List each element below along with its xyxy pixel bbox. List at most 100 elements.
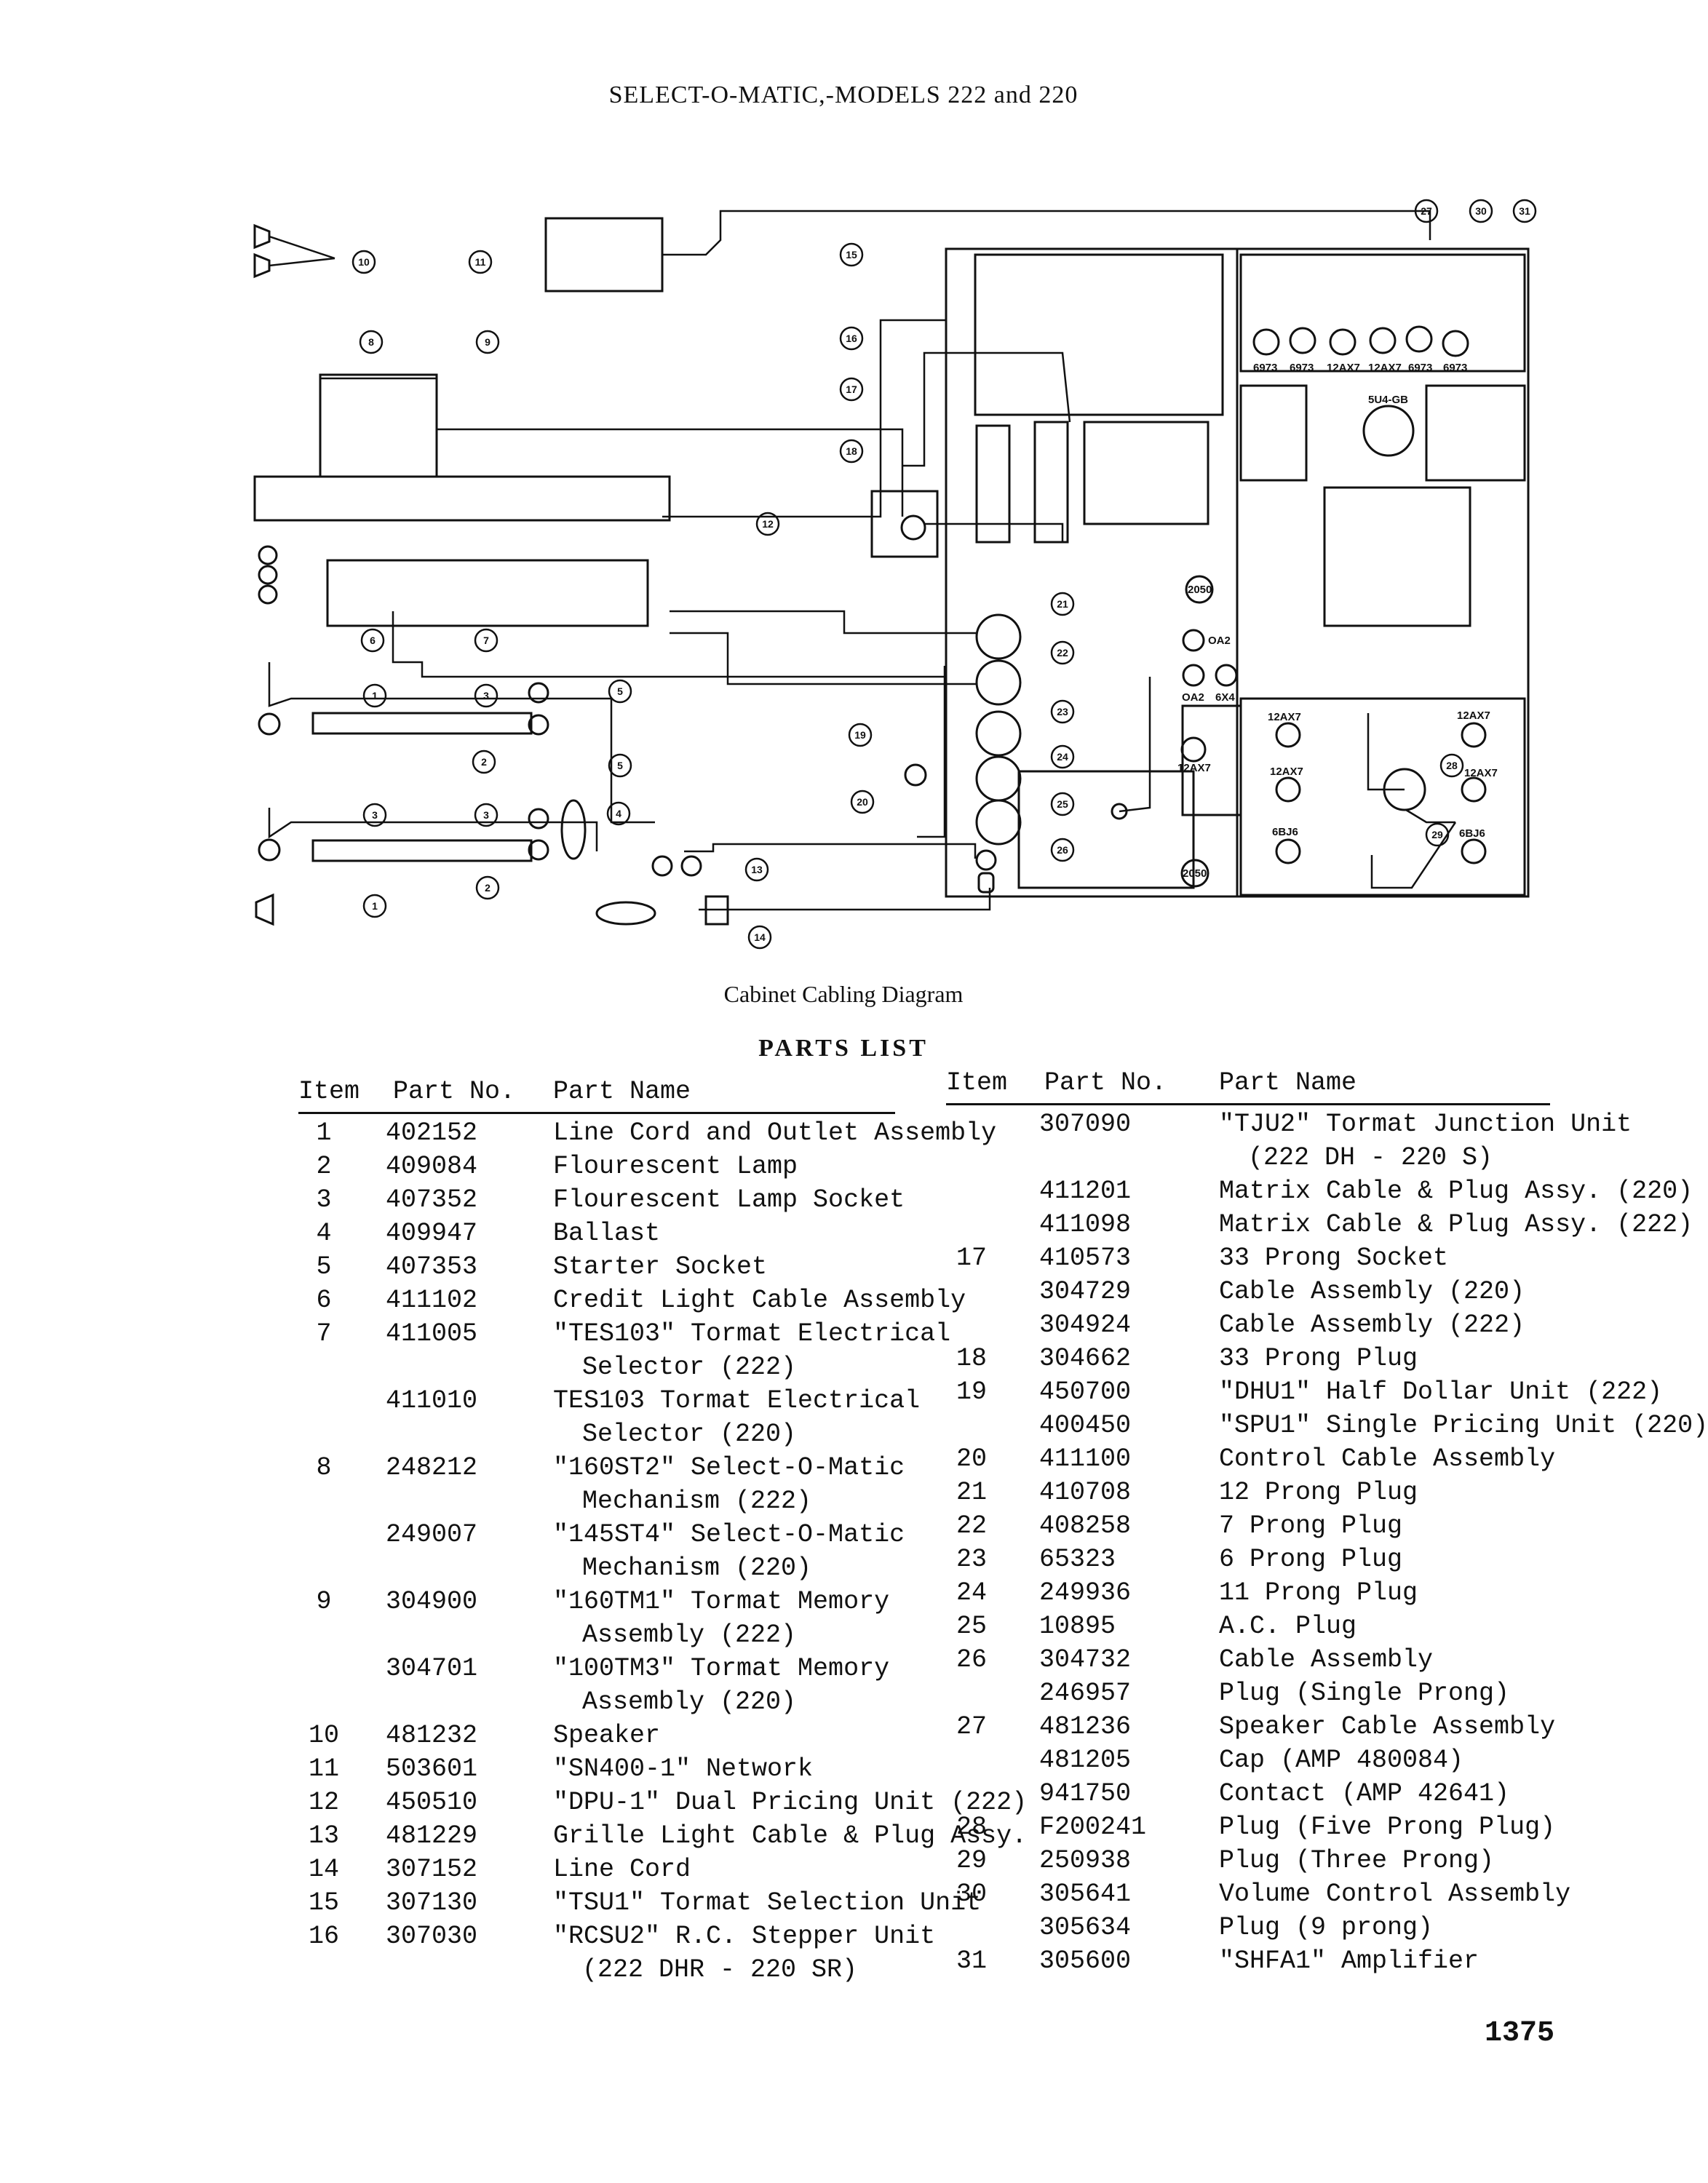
callout-number: 28: [1446, 760, 1458, 771]
tube-label: 6BJ6: [1272, 826, 1298, 838]
part-name-cell: Credit Light Cable Assembly: [553, 1286, 966, 1315]
table-row: Assembly (222): [298, 1616, 895, 1650]
part-name-cell: Assembly (222): [582, 1621, 797, 1650]
part-name-cell: TES103 Tormat Electrical: [553, 1386, 921, 1415]
part-no-cell: 305641: [1039, 1880, 1132, 1909]
table-row: Mechanism (220): [298, 1549, 895, 1583]
part-no-cell: 305600: [1039, 1947, 1132, 1976]
part-no-cell: 481205: [1039, 1746, 1132, 1775]
callout-number: 23: [1057, 706, 1068, 717]
item-cell: 6: [316, 1286, 332, 1315]
tube-label: 12AX7: [1177, 762, 1211, 774]
part-no-cell: 481232: [386, 1721, 478, 1750]
part-name-cell: 33 Prong Socket: [1219, 1244, 1449, 1273]
table-row: 249007"145ST4" Select-O-Matic: [298, 1516, 905, 1549]
tube-label: 5U4-GB: [1368, 394, 1408, 406]
table-row: 304701 "100TM3" Tormat Memory: [298, 1650, 895, 1683]
part-name-cell: Starter Socket: [553, 1252, 768, 1281]
part-name-cell: Ballast: [553, 1219, 661, 1248]
part-no-cell: 411100: [1039, 1444, 1132, 1474]
item-cell: 3: [316, 1185, 332, 1214]
tube-label: 12AX7: [1268, 711, 1301, 723]
callout-number: 6: [370, 635, 376, 646]
part-no-cell: 304701: [386, 1654, 478, 1683]
item-cell: 2: [316, 1152, 332, 1181]
tube-sockets: [900, 325, 1487, 894]
part-no-cell: 409084: [386, 1152, 478, 1181]
part-name-cell: Mechanism (220): [582, 1554, 812, 1583]
part-name-cell: 11 Prong Plug: [1219, 1578, 1418, 1607]
table-header: Item Part No. Part Name: [946, 1062, 1550, 1105]
item-cell: 17: [956, 1244, 987, 1273]
part-no-cell: 307090: [1039, 1110, 1132, 1139]
part-name-cell: Line Cord and Outlet Assembly: [553, 1118, 997, 1148]
table-row: Selector (220): [298, 1415, 895, 1449]
callout-number: 14: [754, 931, 766, 943]
item-cell: 31: [956, 1947, 987, 1976]
callout-number: 22: [1057, 647, 1068, 659]
tube-label: 6973: [1253, 362, 1277, 374]
callout-number: 10: [358, 256, 370, 268]
part-name-cell: Matrix Cable & Plug Assy. (222): [1219, 1210, 1693, 1239]
part-name-cell: Flourescent Lamp: [553, 1152, 798, 1181]
part-no-cell: 250938: [1039, 1846, 1132, 1875]
callout-number: 15: [846, 249, 857, 261]
tube-label: 12AX7: [1270, 766, 1303, 778]
part-name-cell: Matrix Cable & Plug Assy. (220): [1219, 1177, 1693, 1206]
part-name-cell: Plug (Five Prong Plug): [1219, 1813, 1556, 1842]
callout-number: 1: [372, 690, 378, 701]
part-no-cell: 941750: [1039, 1779, 1132, 1808]
tube-label: OA2: [1208, 635, 1231, 647]
part-no-cell: 402152: [386, 1118, 478, 1148]
part-no-cell: 450700: [1039, 1377, 1132, 1407]
part-no-cell: 503601: [386, 1754, 478, 1784]
callout-number: 9: [485, 336, 490, 348]
callout-number: 25: [1057, 798, 1068, 810]
callout-number: 1: [372, 900, 378, 912]
part-name-cell: 33 Prong Plug: [1219, 1344, 1418, 1373]
part-name-cell: A.C. Plug: [1219, 1612, 1357, 1641]
item-cell: 28: [956, 1813, 987, 1842]
parts-list-title: PARTS LIST: [758, 1035, 929, 1062]
diagram-caption: Cabinet Cabling Diagram: [723, 981, 964, 1007]
part-no-cell: 65323: [1039, 1545, 1116, 1574]
part-no-cell: 408258: [1039, 1511, 1132, 1540]
table-row: Mechanism (222): [298, 1482, 895, 1516]
part-no-cell: 10895: [1039, 1612, 1116, 1641]
part-no-cell: 450510: [386, 1788, 478, 1817]
part-name-cell: "DHU1" Half Dollar Unit (222): [1219, 1377, 1663, 1407]
item-cell: 18: [956, 1344, 987, 1373]
table-row: Assembly (220): [298, 1683, 895, 1717]
part-name-cell: "100TM3" Tormat Memory: [553, 1654, 890, 1683]
part-no-header: Part No.: [393, 1077, 516, 1106]
part-name-cell: Volume Control Assembly: [1219, 1880, 1571, 1909]
tube-label: 6973: [1408, 362, 1432, 374]
tube-label: 12AX7: [1464, 767, 1498, 779]
tube-label: 2050: [1188, 584, 1212, 596]
item-cell: 16: [308, 1922, 339, 1951]
callout-number: 16: [846, 333, 857, 344]
item-cell: 29: [956, 1846, 987, 1875]
part-no-cell: 409947: [386, 1219, 478, 1248]
item-cell: 13: [308, 1821, 339, 1850]
callout-number: 20: [857, 796, 868, 808]
part-no-header: Part No.: [1044, 1068, 1167, 1097]
part-name-header: Part Name: [1219, 1068, 1357, 1097]
part-name-cell: "160TM1" Tormat Memory: [553, 1587, 890, 1616]
callout-number: 2: [485, 882, 490, 894]
cabinet-components: [253, 217, 729, 926]
callout-number: 11: [475, 256, 486, 268]
